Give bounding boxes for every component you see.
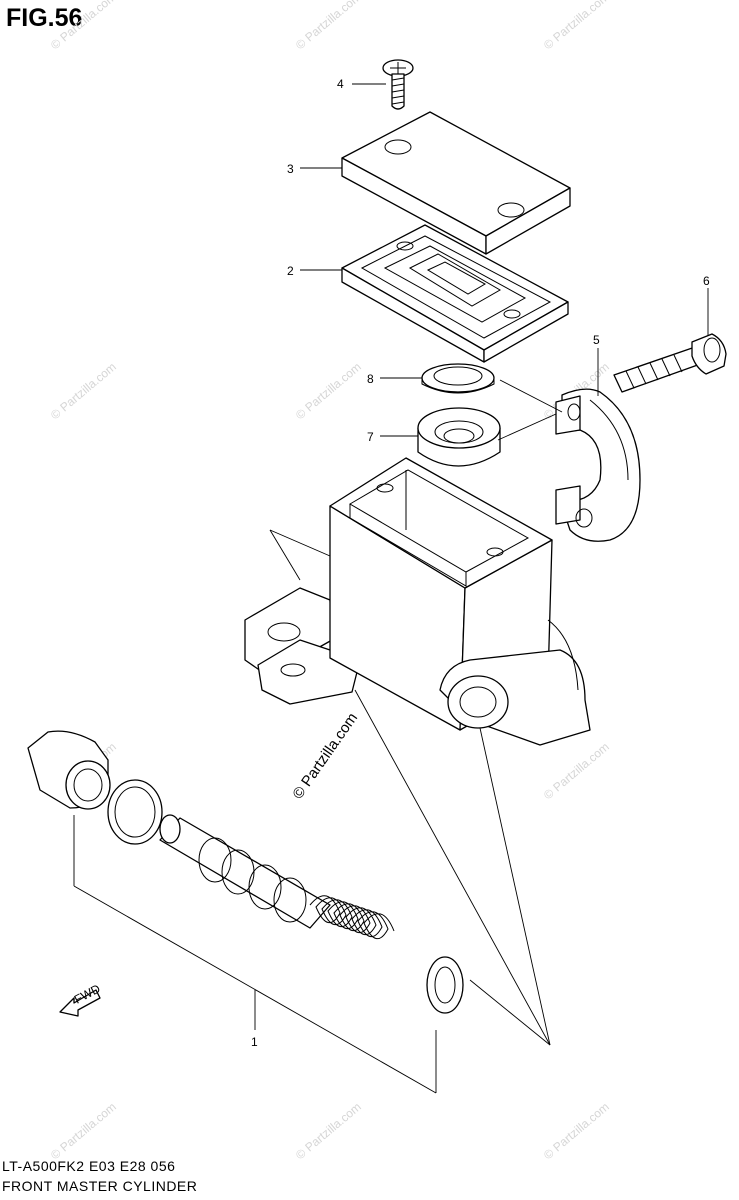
callout-4: 4	[337, 77, 344, 91]
part-3-reservoir-cover	[341, 111, 571, 255]
watermark-2: © Partzilla.com	[293, 0, 364, 52]
callout-labels: 4 3 2 8 7 5 6 1	[251, 77, 710, 1049]
part-4-screw	[382, 59, 414, 110]
model-code-line: LT-A500FK2 E03 E28 056	[2, 1158, 176, 1174]
watermark-8: © Partzilla.com	[541, 740, 612, 803]
fwd-arrow: FWD	[59, 981, 103, 1017]
watermark-9: © Partzilla.com	[48, 1100, 119, 1163]
callout-5: 5	[593, 333, 600, 347]
callout-7: 7	[367, 430, 374, 444]
part-6-bolt	[613, 333, 727, 393]
master-cylinder-body	[244, 457, 591, 746]
watermark-4: © Partzilla.com	[48, 360, 119, 423]
callout-8: 8	[367, 372, 374, 386]
part-2-diaphragm	[341, 224, 569, 363]
callout-2: 2	[287, 264, 294, 278]
figure-caption: FRONT MASTER CYLINDER	[2, 1178, 198, 1194]
callout-3: 3	[287, 162, 294, 176]
figure-title: FIG.56	[6, 4, 83, 32]
callout-6: 6	[703, 274, 710, 288]
watermark-10: © Partzilla.com	[293, 1100, 364, 1163]
part-8-plate	[421, 363, 495, 394]
callout-1: 1	[251, 1035, 258, 1049]
part-1-piston-kit	[27, 730, 464, 1014]
watermark-1: © Partzilla.com	[48, 0, 119, 52]
watermark-5: © Partzilla.com	[293, 360, 364, 423]
watermark-11: © Partzilla.com	[541, 1100, 612, 1163]
watermark-3: © Partzilla.com	[541, 0, 612, 52]
part-7-cylinder-cup	[417, 407, 501, 467]
part-5-clamp	[555, 388, 641, 542]
main-watermark: © Partzilla.com	[289, 710, 361, 803]
leader-lines	[73, 83, 709, 1094]
